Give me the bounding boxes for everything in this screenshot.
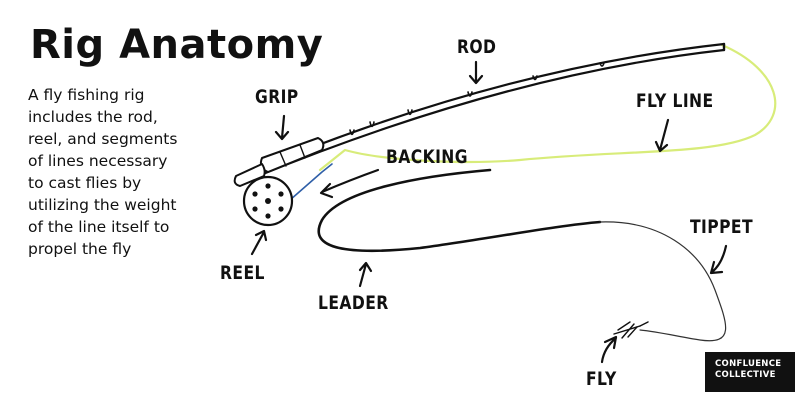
reel bbox=[242, 175, 294, 227]
reel-seat bbox=[233, 163, 266, 187]
rod-guide bbox=[349, 129, 355, 136]
description-line: utilizing the weight bbox=[28, 196, 177, 214]
fly bbox=[613, 321, 649, 339]
fly-line-arrow bbox=[654, 118, 670, 153]
rod-blank-lower bbox=[256, 48, 726, 178]
tippet-line bbox=[599, 221, 727, 342]
description-line: to cast flies by bbox=[28, 174, 142, 192]
rod-arrow bbox=[468, 60, 484, 85]
brand-line: COLLECTIVE bbox=[715, 370, 776, 380]
label-grip: GRIP bbox=[255, 86, 299, 108]
label-leader: LEADER bbox=[318, 292, 389, 314]
rod-guide bbox=[532, 75, 538, 81]
reel-port bbox=[265, 183, 271, 189]
label-tippet: TIPPET bbox=[690, 216, 753, 238]
label-fly: FLY bbox=[586, 368, 617, 390]
reel-port bbox=[252, 206, 258, 212]
backing-line bbox=[289, 163, 333, 201]
label-reel: REEL bbox=[220, 262, 265, 284]
tippet-arrow bbox=[709, 244, 728, 275]
description-line: A fly fishing rig bbox=[28, 86, 145, 104]
fly-line bbox=[318, 43, 777, 172]
description-line: reel, and segments bbox=[28, 130, 178, 148]
description-line: includes the rod, bbox=[28, 108, 158, 126]
description-text: A fly fishing rig includes the rod, reel… bbox=[28, 84, 218, 260]
rod-guide bbox=[407, 109, 413, 116]
reel-port bbox=[265, 213, 271, 219]
label-rod: ROD bbox=[457, 36, 497, 58]
backing-arrow bbox=[319, 168, 380, 199]
rod-guide bbox=[467, 91, 473, 97]
brand-logo: CONFLUENCE COLLECTIVE bbox=[705, 352, 795, 392]
page-title: Rig Anatomy bbox=[30, 22, 324, 68]
rod-guide bbox=[599, 62, 605, 67]
brand-line: CONFLUENCE bbox=[715, 359, 782, 369]
reel-port bbox=[252, 191, 258, 197]
description-line: of the line itself to bbox=[28, 218, 170, 236]
grip-arrow bbox=[274, 114, 290, 141]
reel-port bbox=[278, 191, 284, 197]
fly-wing bbox=[617, 321, 638, 339]
leader-arrow bbox=[358, 261, 373, 288]
fly-arrow bbox=[600, 335, 618, 364]
leader-line bbox=[317, 168, 602, 253]
reel-port bbox=[278, 206, 284, 212]
rod-grip-ring bbox=[299, 144, 306, 159]
description-line: of lines necessary bbox=[28, 152, 168, 170]
rod bbox=[233, 42, 726, 187]
reel-arrow bbox=[250, 229, 268, 256]
fly-tail bbox=[639, 321, 649, 327]
label-fly-line: FLY LINE bbox=[636, 90, 714, 112]
reel-hub bbox=[265, 198, 271, 204]
rod-grip-ring bbox=[279, 151, 287, 167]
fly-body bbox=[613, 325, 641, 335]
label-backing: BACKING bbox=[386, 146, 468, 168]
description-line: propel the fly bbox=[28, 240, 132, 258]
rod-guide bbox=[369, 121, 375, 128]
